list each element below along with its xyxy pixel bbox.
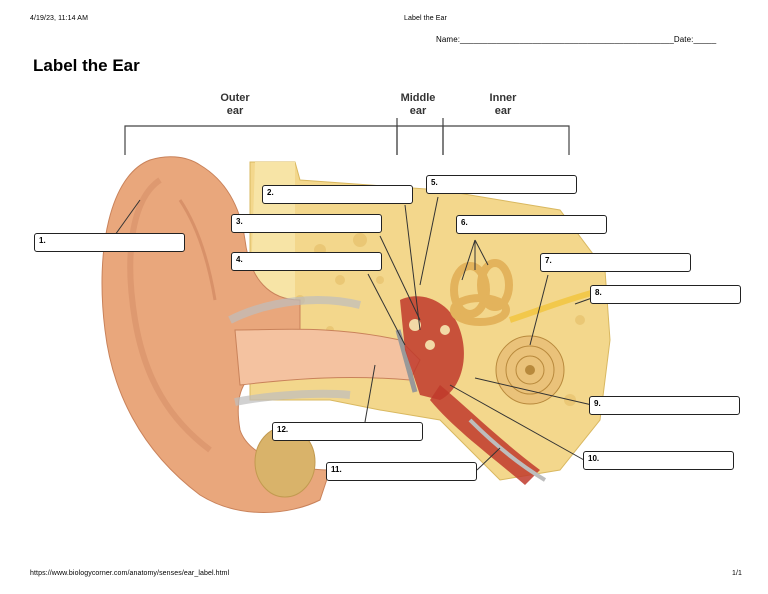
label-box-6[interactable]: 6. [456,215,607,234]
label-box-11[interactable]: 11. [326,462,477,481]
auditory-nerve [509,289,596,323]
tympanic-membrane [395,329,418,393]
page-title: Label the Ear [33,56,140,75]
footer-page-number: 1/1 [732,570,743,577]
print-datetime: 4/19/23, 11:14 AM [30,15,89,22]
label-box-12[interactable]: 12. [272,422,423,441]
label-box-1[interactable]: 1. [34,233,185,252]
label-box-4[interactable]: 4. [231,252,382,271]
cochlea [495,335,565,405]
label-box-2[interactable]: 2. [262,185,413,204]
semicircular-canals [450,259,513,326]
label-box-7[interactable]: 7. [540,253,691,272]
label-box-9[interactable]: 9. [589,396,740,415]
print-doc-title: Label the Ear [404,15,447,22]
region-brackets [124,118,570,155]
footer-url: https://www.biologycorner.com/anatomy/se… [30,570,230,577]
label-box-10[interactable]: 10. [583,451,734,470]
label-box-8[interactable]: 8. [590,285,741,304]
label-box-3[interactable]: 3. [231,214,382,233]
leader-lines [114,196,593,471]
label-box-5[interactable]: 5. [426,175,577,194]
name-date-field: Name:___________________________________… [436,35,717,44]
